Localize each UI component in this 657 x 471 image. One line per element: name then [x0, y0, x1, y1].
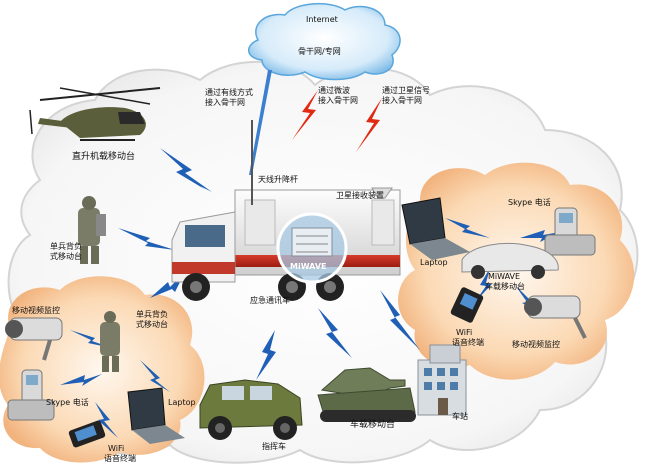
internet-label: Internet	[306, 15, 338, 24]
soldier-bottom-label-2: 式移动台	[136, 320, 168, 329]
miwave-device-graphic	[276, 212, 348, 284]
wifi-left-label-1: WiFi	[108, 444, 125, 453]
laptop-left-label: Laptop	[168, 398, 196, 407]
jeep-graphic	[199, 379, 303, 440]
wireless-links	[60, 148, 560, 438]
jeep-label: 指挥车	[262, 442, 286, 451]
lightning-tank	[318, 308, 352, 358]
lightning-satellite	[356, 98, 382, 152]
lightning-laptop-right	[445, 218, 490, 238]
helicopter-graphic	[29, 87, 161, 141]
station-graphic	[417, 344, 467, 416]
monitor-right-label: 移动视频监控	[512, 340, 560, 349]
soldier-left-graphic	[78, 196, 106, 264]
lightning-helicopter	[160, 148, 212, 192]
soldier-left-label-2: 式移动台	[50, 252, 82, 261]
tank-label: 车载移动台	[350, 420, 396, 430]
satellite-link-label-2: 接入骨干网	[382, 96, 422, 105]
wifi-right-label-1: WiFi	[456, 328, 473, 337]
wired-link-label-1: 通过有线方式	[205, 88, 253, 97]
skype-left-label: Skype 电话	[46, 398, 89, 407]
microwave-link-label-2: 接入骨干网	[318, 96, 358, 105]
microwave-link-label-1: 通过微波	[318, 86, 350, 95]
lightning-left-3	[95, 402, 118, 438]
lightning-left-1	[70, 330, 112, 348]
emergency-truck-graphic	[171, 120, 401, 301]
lightning-left-4	[140, 360, 170, 392]
soldier-bottom-label-1: 单兵背负	[136, 310, 168, 319]
helicopter-label: 直升机载移动台	[72, 152, 136, 162]
satellite-receiver-label: 卫星接收装置	[336, 191, 384, 200]
lightning-jeep	[256, 330, 276, 380]
lightning-right-down	[475, 268, 492, 302]
lightning-left-2	[60, 374, 102, 386]
wifi-right-label-2: 语音终端	[452, 338, 484, 347]
emergency-vehicle-label: 应急通讯车	[250, 296, 290, 305]
tank-graphic	[317, 367, 416, 422]
antenna-label: 天线升降杆	[258, 175, 298, 184]
car-miwave-label-1: MiWAVE	[488, 272, 521, 281]
backbone-label: 骨干网/专网	[298, 47, 341, 56]
red-links	[292, 90, 382, 152]
wifi-left-label-2: 语音终端	[104, 454, 136, 463]
lightning-station	[380, 290, 420, 350]
station-label: 车站	[452, 412, 468, 421]
right-devices-graphic	[401, 197, 596, 339]
lightning-bottom-left	[150, 272, 185, 298]
wired-link-label-2: 接入骨干网	[205, 98, 245, 107]
miwave-label: MiWAVE	[290, 262, 327, 271]
lightning-monitor-right	[515, 285, 540, 312]
soldier-left-label-1: 单兵背负	[50, 242, 82, 251]
laptop-right-label: Laptop	[420, 258, 448, 267]
car-miwave-label-2: 车载移动台	[485, 282, 525, 291]
skype-right-label: Skype 电话	[508, 198, 551, 207]
left-devices-graphic	[5, 311, 185, 448]
lightning-soldier	[118, 228, 175, 250]
satellite-link-label-1: 通过卫星信号	[382, 86, 430, 95]
monitor-left-label: 移动视频监控	[12, 306, 60, 315]
lightning-skype-right	[520, 230, 560, 242]
wired-link-line	[249, 70, 272, 175]
